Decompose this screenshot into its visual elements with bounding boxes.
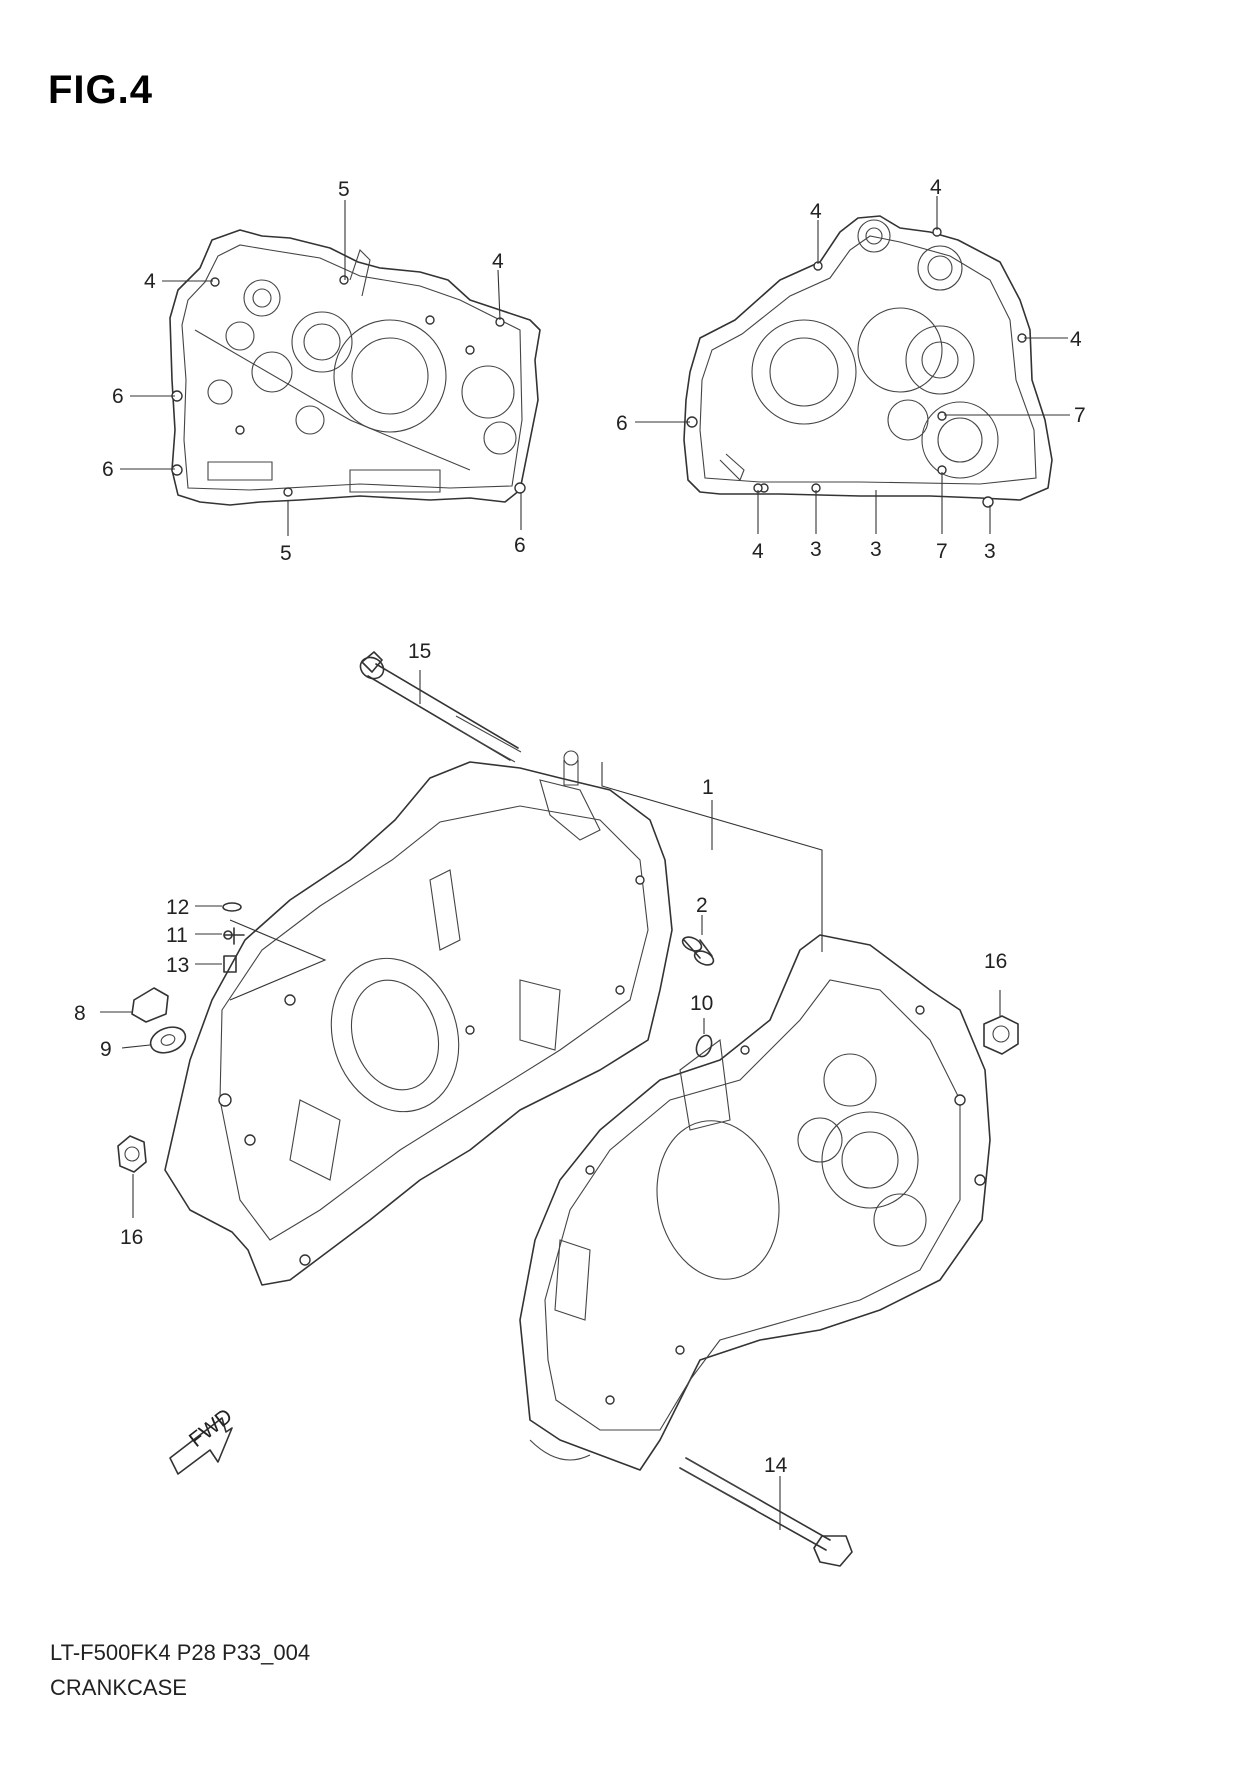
right-crankcase-exploded [519,934,991,1471]
callout-10: 10 [690,992,713,1015]
callout-15: 15 [408,640,431,663]
callout-3: 3 [810,538,822,561]
callout-4: 4 [930,176,942,199]
callout-4: 4 [810,200,822,223]
small-parts-11-12-13 [222,902,245,973]
callout-14: 14 [764,1454,788,1477]
callout-2: 2 [696,894,708,917]
callout-6: 6 [616,412,628,435]
callout-4: 4 [144,270,156,293]
callout-5: 5 [280,542,292,565]
callout-16: 16 [120,1226,143,1249]
callout-7: 7 [936,540,948,563]
callout-3: 3 [984,540,996,563]
fwd-arrow: FWD [169,1404,237,1475]
callout-4: 4 [1070,328,1082,351]
callout-9: 9 [100,1038,112,1061]
callout-13: 13 [166,954,189,977]
left-case-half-view [169,229,541,506]
callout-8: 8 [74,1002,86,1025]
figure-title: FIG.4 [48,68,154,112]
left-crankcase-exploded [164,750,673,1286]
callout-5: 5 [338,178,350,201]
callout-4: 4 [492,250,504,273]
plug-8-washer-9 [131,987,187,1054]
callout-11: 11 [166,924,188,947]
part-name: CRANKCASE [50,1675,187,1700]
model-code: LT-F500FK4 P28 P33_004 [50,1640,311,1665]
callout-1: 1 [702,776,714,799]
bolt-14 [679,1457,853,1567]
dowel-pin-2 [681,936,715,966]
callouts: 5 4 4 6 6 5 6 4 4 4 6 7 4 3 3 7 3 15 1 2… [74,176,1086,1477]
leader-lines [100,196,1070,1530]
nut-16-left [117,1135,147,1173]
right-case-half-view [683,215,1053,508]
callout-7: 7 [1074,404,1086,427]
o-ring-10 [695,1034,713,1058]
callout-6: 6 [514,534,526,557]
callout-12: 12 [166,896,189,919]
nut-16-right [983,1015,1019,1055]
callout-16: 16 [984,950,1007,973]
callout-4: 4 [752,540,764,563]
fwd-label: FWD [185,1404,237,1452]
callout-6: 6 [102,458,114,481]
callout-6: 6 [112,385,124,408]
bolt-15 [359,651,522,763]
callout-3: 3 [870,538,882,561]
